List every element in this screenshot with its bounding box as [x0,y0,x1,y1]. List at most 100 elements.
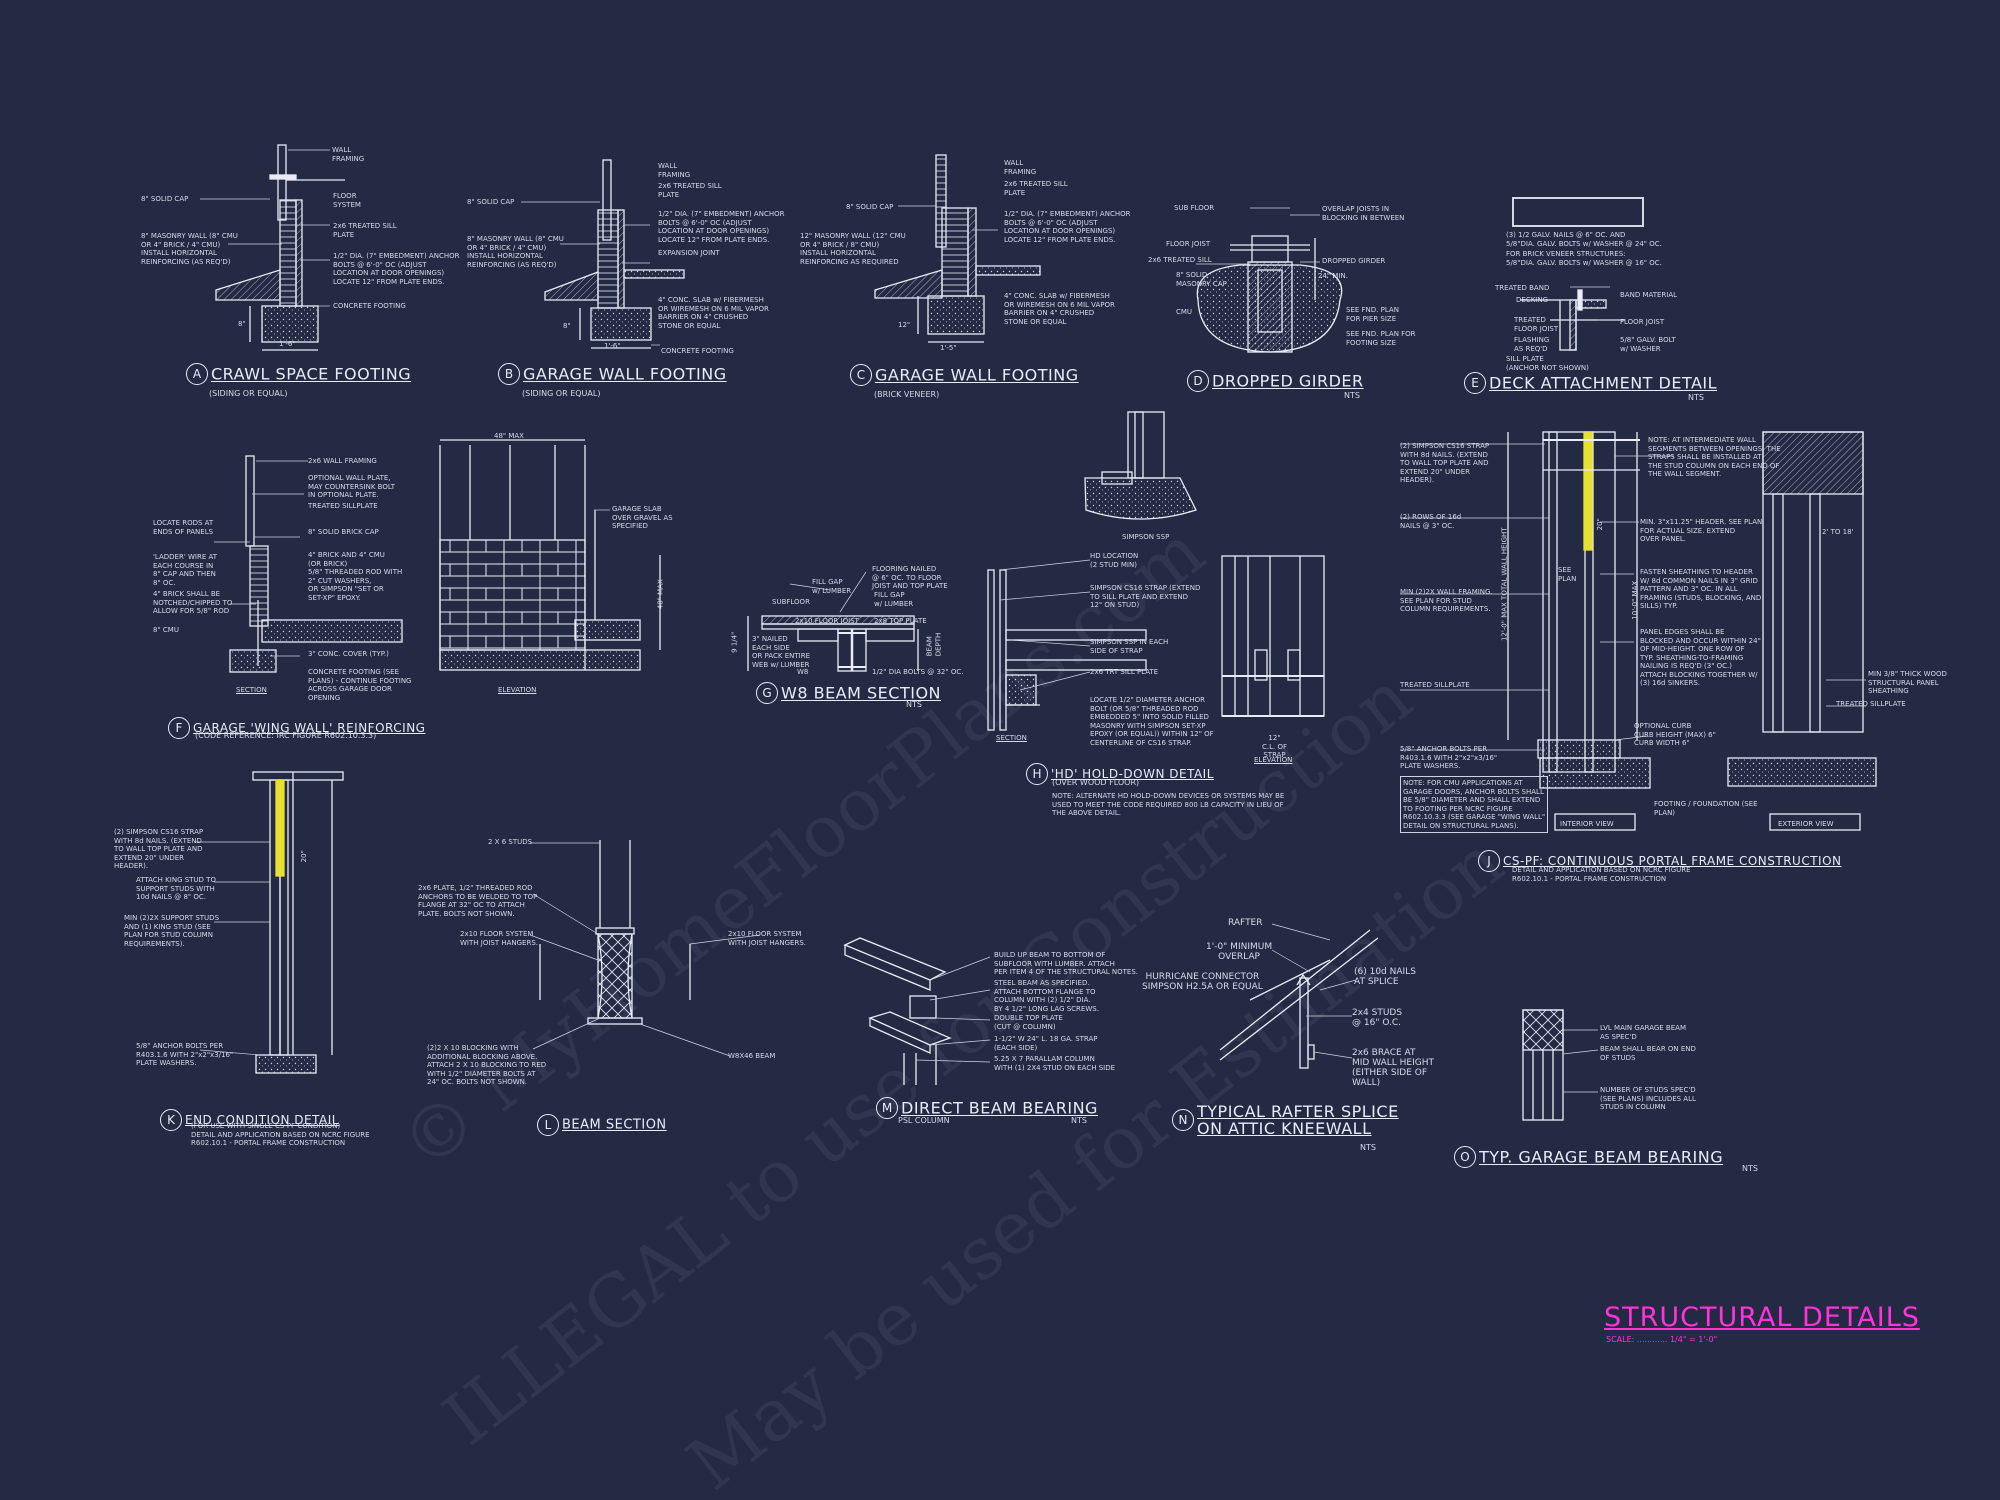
detail-a-note-1: 8" SOLID CAP [141,195,189,203]
detail-m-note-1: STEEL BEAM AS SPECIFIED. ATTACH BOTTOM F… [994,979,1099,1013]
detail-c-sub: (BRICK VENEER) [874,390,940,399]
detail-l-note-4: (2)2 X 10 BLOCKING WITH ADDITIONAL BLOCK… [427,1044,547,1086]
detail-h-note-0: SIMPSON SSP [1122,533,1170,541]
detail-b-note-8: 8" [563,322,571,330]
detail-f-note-10: 3" CONC. COVER (TYP.) [308,650,389,658]
detail-k-note-3: 5/8" ANCHOR BOLTS PER R403.1.6 WITH 2"x2… [136,1042,234,1067]
detail-e-note-8: 5/8" GALV. BOLT w/ WASHER [1620,336,1676,353]
detail-m-note-4: 5.25 X 7 PARALLAM COLUMN WITH (1) 2X4 ST… [994,1055,1116,1072]
detail-b-sub: (SIDING OR EQUAL) [522,389,601,398]
detail-g-title-text: W8 BEAM SECTION [781,683,941,703]
detail-m-nts: NTS [1071,1116,1087,1125]
detail-e-note-5: TREATED FLOOR JOIST [1514,316,1559,333]
detail-b-note-2: 2x6 TREATED SILL PLATE [658,182,722,199]
detail-b-linework [544,159,685,349]
detail-b-title-text: GARAGE WALL FOOTING [523,364,727,384]
detail-b-note-4: 8" MASONRY WALL (8" CMU OR 4" BRICK / 4"… [467,235,564,269]
detail-h-note-3: SIMPSON SSP IN EACH SIDE OF STRAP [1090,638,1169,655]
detail-j-note-9: PANEL EDGES SHALL BE BLOCKED AND OCCUR W… [1640,628,1761,687]
detail-j-note-5: NOTE: FOR CMU APPLICATIONS AT GARAGE DOO… [1400,776,1549,833]
detail-d-note-9: SEE FND. PLAN FOR FOOTING SIZE [1346,330,1416,347]
detail-b-note-3: 1/2" DIA. (7" EMBEDMENT) ANCHOR BOLTS @ … [658,210,785,244]
detail-m-title-text: DIRECT BEAM BEARING [901,1098,1098,1118]
detail-e-linework [1512,197,1644,351]
detail-h-mark: H [1026,763,1048,785]
detail-o-sub: NTS [1742,1164,1758,1173]
detail-a-linework [215,144,345,351]
detail-a-title-text: CRAWL SPACE FOOTING [211,364,412,384]
detail-m-mark: M [876,1097,898,1119]
detail-b-note-0: WALL FRAMING [658,162,691,179]
detail-e-note-7: FLASHING AS REQ'D [1514,336,1550,353]
detail-g-note-3: 2x10 FLOOR JOIST [795,617,859,625]
detail-f-mark: F [168,717,190,739]
detail-c-note-1: 8" SOLID CAP [846,203,894,211]
detail-k-linework [252,771,344,1074]
detail-n-note-1: 1'-0" MINIMUM OVERLAP [1206,942,1273,962]
detail-j-note-2: MIN (2)2X WALL FRAMING. SEE PLAN FOR STU… [1400,588,1493,613]
detail-a-note-6: CONCRETE FOOTING [333,302,406,310]
detail-h-linework [987,411,1325,731]
detail-f-note-2: TREATED SILLPLATE [308,502,378,510]
detail-n-linework [1219,929,1379,1069]
detail-k-note-1: ATTACH KING STUD TO SUPPORT STUDS WITH 1… [136,876,216,901]
detail-j-title-text: CS-PF: CONTINUOUS PORTAL FRAME CONSTRUCT… [1503,854,1842,868]
detail-c-linework [874,154,1041,343]
detail-j-note-6: NOTE: AT INTERMEDIATE WALL SEGMENTS BETW… [1648,436,1781,478]
detail-f-note-16: ELEVATION [498,686,537,694]
detail-k-title-text: END CONDITION DETAIL [185,1113,339,1127]
detail-c-note-5: 4" CONC. SLAB w/ FIBERMESH OR WIREMESH O… [1004,292,1115,326]
detail-n-note-3: (6) 10d NAILS AT SPLICE [1354,967,1416,987]
detail-l-note-0: 2 X 6 STUDS [488,838,533,846]
detail-f-note-13: 48" MAX [494,432,524,440]
detail-j-note-15: EXTERIOR VIEW [1778,820,1834,828]
detail-h-note-2: SIMPSON CS16 STRAP (EXTEND TO SILL PLATE… [1090,584,1201,609]
detail-m-note-2: DOUBLE TOP PLATE (CUT @ COLUMN) [994,1014,1063,1031]
detail-d-note-2: FLOOR JOIST [1166,240,1211,248]
detail-j-note-19: 12'-0" MAX TOTAL WALL HEIGHT [1500,527,1509,642]
detail-b-note-1: 8" SOLID CAP [467,198,515,206]
detail-n-note-4: 2x4 STUDS @ 16" O.C. [1352,1008,1403,1028]
detail-e-note-1: FOR BRICK VENEER STRUCTURES: 5/8"DIA. GA… [1506,250,1662,267]
detail-j-note-10: MIN 3/8" THICK WOOD STRUCTURAL PANEL SHE… [1868,670,1947,695]
detail-l-note-5: W8X46 BEAM [728,1052,776,1060]
detail-n-title-text: TYPICAL RAFTER SPLICE ON ATTIC KNEEWALL [1197,1102,1399,1138]
detail-g-note-4: 2x8 TOP PLATE [874,617,927,625]
detail-h-note-9: NOTE: ALTERNATE HD HOLD-DOWN DEVICES OR … [1052,792,1285,817]
detail-c-note-2: 2x6 TREATED SILL PLATE [1004,180,1068,197]
detail-a-note-4: 8" MASONRY WALL (8" CMU OR 4" BRICK / 4"… [141,232,238,266]
detail-e-note-6: FLOOR JOIST [1620,318,1665,326]
detail-n-sub: NTS [1360,1143,1376,1152]
detail-h-title: H'HD' HOLD-DOWN DETAIL [1026,763,1214,785]
detail-d-note-0: SUB FLOOR [1174,204,1215,212]
detail-k-note-0: (2) SIMPSON CS16 STRAP WITH 8d NAILS. (E… [114,828,204,870]
detail-f-note-11: CONCRETE FOOTING (SEE PLANS) - CONTINUE … [308,668,412,702]
detail-d-sub: NTS [1344,391,1360,400]
sheet-title: STRUCTURAL DETAILS [1604,1302,1920,1333]
detail-c-title-text: GARAGE WALL FOOTING [875,365,1079,385]
detail-h-note-4: 2x6 TRT SILL PLATE [1090,668,1159,676]
detail-g-note-9: 9 1/4" [730,631,739,653]
detail-f-note-5: 'LADDER' WIRE AT EACH COURSE IN 8" CAP A… [153,553,218,587]
detail-e-note-4: BAND MATERIAL [1620,291,1678,299]
detail-g-mark: G [756,682,778,704]
detail-e-note-2: TREATED BAND [1495,284,1550,292]
detail-g-note-8: 1/2" DIA BOLTS @ 32" OC. [872,668,964,676]
detail-j-mark: J [1478,850,1500,872]
detail-n-mark: N [1172,1109,1194,1131]
detail-f-note-0: 2x6 WALL FRAMING [308,457,377,465]
sheet-scale: SCALE: ............ 1/4" = 1'-0" [1606,1335,1718,1344]
detail-j-note-0: (2) SIMPSON CS16 STRAP WITH 8d NAILS. (E… [1400,442,1490,484]
detail-o-mark: O [1454,1146,1476,1168]
detail-c-note-6: 12" [898,321,911,329]
detail-a-note-2: FLOOR SYSTEM [333,192,361,209]
detail-j-note-3: TREATED SILLPLATE [1400,681,1470,689]
